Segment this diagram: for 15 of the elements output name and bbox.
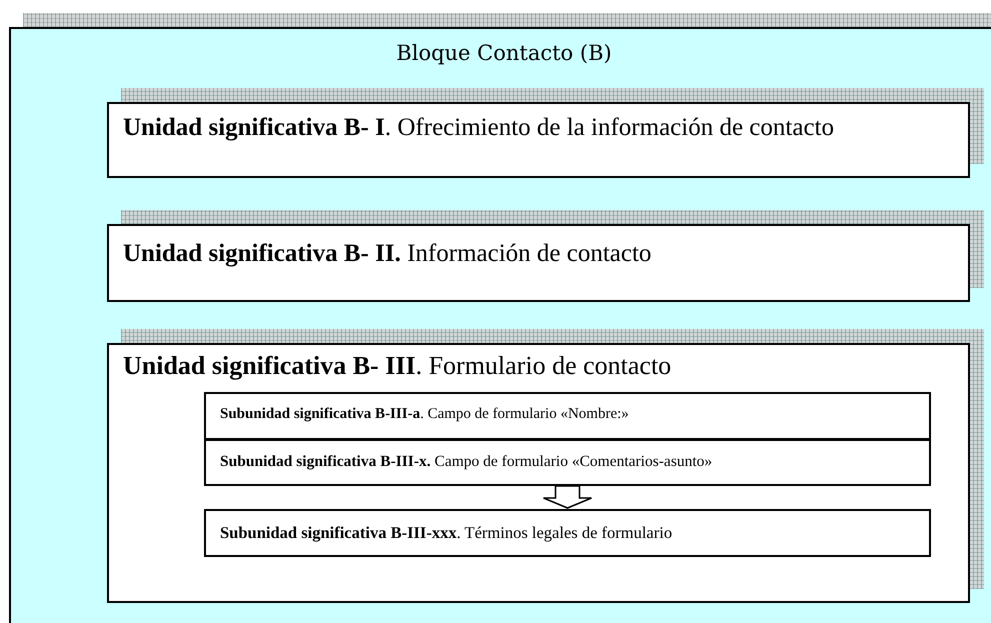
unit-box bbox=[107, 224, 970, 302]
subunit-box bbox=[204, 509, 931, 557]
unit-text: Unidad significativa B- II. Información de contacto bbox=[123, 239, 652, 269]
block-title: Bloque Contacto (B) bbox=[395, 41, 613, 65]
unit-text: Unidad significativa B- III. Formulario de contacto bbox=[123, 350, 672, 382]
unit-box bbox=[107, 343, 970, 603]
subunit-text: Subunidad significativa B-III-a. Campo de formulario «Nombre:» bbox=[220, 405, 630, 424]
unit-box bbox=[107, 102, 970, 178]
unit-text: Unidad significativa B- I. Ofrecimiento de la información de contacto bbox=[123, 113, 835, 143]
block-panel bbox=[9, 27, 991, 623]
block-arrow bbox=[542, 485, 592, 509]
subunit-text: Subunidad significativa B-III-xxx. Términos legales de formulario bbox=[220, 522, 674, 544]
subunit-text: Subunidad significativa B-III-x. Campo de formulario «Comentarios-asunto» bbox=[220, 452, 714, 472]
subunit-box bbox=[204, 439, 931, 486]
subunit-box bbox=[204, 392, 931, 440]
